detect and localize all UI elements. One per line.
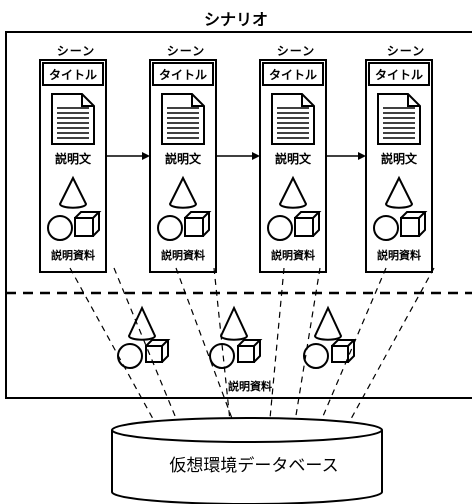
scene-description-label: 説明文 xyxy=(54,152,91,166)
cone-outline xyxy=(219,305,249,341)
flow-arrowhead xyxy=(358,152,366,160)
projection-line xyxy=(175,267,241,441)
database-materials-label: 説明資料 xyxy=(228,380,272,393)
document-icon xyxy=(51,93,95,145)
projection-line xyxy=(213,267,233,441)
scene-materials-label: 説明資料 xyxy=(161,249,205,262)
cube-icon xyxy=(74,211,102,237)
scene-description-label: 説明文 xyxy=(380,152,417,166)
scene-description-label: 説明文 xyxy=(274,152,311,166)
scene-materials-label: 説明資料 xyxy=(51,249,95,262)
cone-icon xyxy=(58,175,88,209)
document-fold xyxy=(191,94,204,107)
document-icon xyxy=(161,93,205,145)
scene-box xyxy=(149,59,217,273)
cube-front xyxy=(237,345,255,363)
sphere-icon xyxy=(303,343,329,369)
cone-outline xyxy=(168,175,198,209)
scene-title-label: タイトル xyxy=(48,67,97,82)
cube-top xyxy=(74,211,102,219)
cone-outline xyxy=(127,305,157,341)
cube-top xyxy=(294,211,322,219)
cube-front xyxy=(400,217,420,237)
cube-icon xyxy=(294,211,322,237)
cube-top xyxy=(400,211,428,219)
cube-side xyxy=(418,212,426,237)
scenario-title: シナリオ xyxy=(203,10,268,29)
sphere-icon xyxy=(209,343,235,369)
sphere-icon xyxy=(267,215,293,241)
scene-title-label: タイトル xyxy=(158,67,207,82)
cube-top xyxy=(331,339,357,347)
cone-icon xyxy=(278,175,308,209)
cube-front xyxy=(145,345,163,363)
scene-box xyxy=(365,59,433,273)
projection-line xyxy=(69,267,159,429)
scene-title-box: タイトル xyxy=(152,62,214,86)
cone-outline xyxy=(384,175,414,209)
cube-icon xyxy=(331,339,357,363)
cube-front xyxy=(331,345,349,363)
scene-title-box: タイトル xyxy=(262,62,324,86)
document-fold xyxy=(81,94,94,107)
cube-side xyxy=(347,340,355,363)
database-top xyxy=(111,417,383,443)
document-icon xyxy=(377,93,421,145)
cube-icon xyxy=(400,211,428,237)
scene-label: シーン xyxy=(276,44,316,58)
scene-description-label: 説明文 xyxy=(164,152,201,166)
cone-outline xyxy=(58,175,88,209)
cube-top xyxy=(237,339,263,347)
cube-icon xyxy=(237,339,263,363)
cone-icon xyxy=(127,305,157,341)
cube-front xyxy=(184,217,204,237)
document-fold xyxy=(301,94,314,107)
scene-title-label: タイトル xyxy=(268,67,317,82)
scene-box xyxy=(259,59,327,273)
projection-line xyxy=(267,267,285,441)
sphere-icon xyxy=(117,343,143,369)
sphere-icon xyxy=(47,215,73,241)
scene-materials-label: 説明資料 xyxy=(377,249,421,262)
cube-icon xyxy=(184,211,212,237)
scene-label: シーン xyxy=(386,44,426,58)
sphere-icon xyxy=(157,215,183,241)
cube-top xyxy=(145,339,171,347)
projection-line xyxy=(345,267,435,429)
cube-top xyxy=(184,211,212,219)
cone-icon xyxy=(313,305,343,341)
scene-label: シーン xyxy=(166,44,206,58)
cone-icon xyxy=(219,305,249,341)
cube-side xyxy=(92,212,100,237)
scene-title-box: タイトル xyxy=(42,62,104,86)
cone-outline xyxy=(313,305,343,341)
cube-front xyxy=(74,217,94,237)
database-body xyxy=(111,430,383,504)
projection-line xyxy=(113,267,181,429)
document-icon xyxy=(271,93,315,145)
cone-outline xyxy=(278,175,308,209)
cube-side xyxy=(253,340,261,363)
scene-title-box: タイトル xyxy=(368,62,430,86)
cube-side xyxy=(202,212,210,237)
scene-label: シーン xyxy=(56,44,96,58)
document-fold xyxy=(407,94,420,107)
projection-line xyxy=(291,267,321,441)
cone-icon xyxy=(168,175,198,209)
cone-icon xyxy=(384,175,414,209)
cube-icon xyxy=(145,339,171,363)
scenario-frame xyxy=(5,31,472,399)
cube-side xyxy=(312,212,320,237)
scene-title-label: タイトル xyxy=(374,67,423,82)
flow-arrowhead xyxy=(252,152,260,160)
flow-arrowhead xyxy=(142,152,150,160)
sphere-icon xyxy=(373,215,399,241)
projection-line xyxy=(317,267,387,429)
database-label: 仮想環境データベース xyxy=(169,456,339,476)
scene-box xyxy=(39,59,107,273)
cube-front xyxy=(294,217,314,237)
scene-materials-label: 説明資料 xyxy=(271,249,315,262)
cube-side xyxy=(161,340,169,363)
